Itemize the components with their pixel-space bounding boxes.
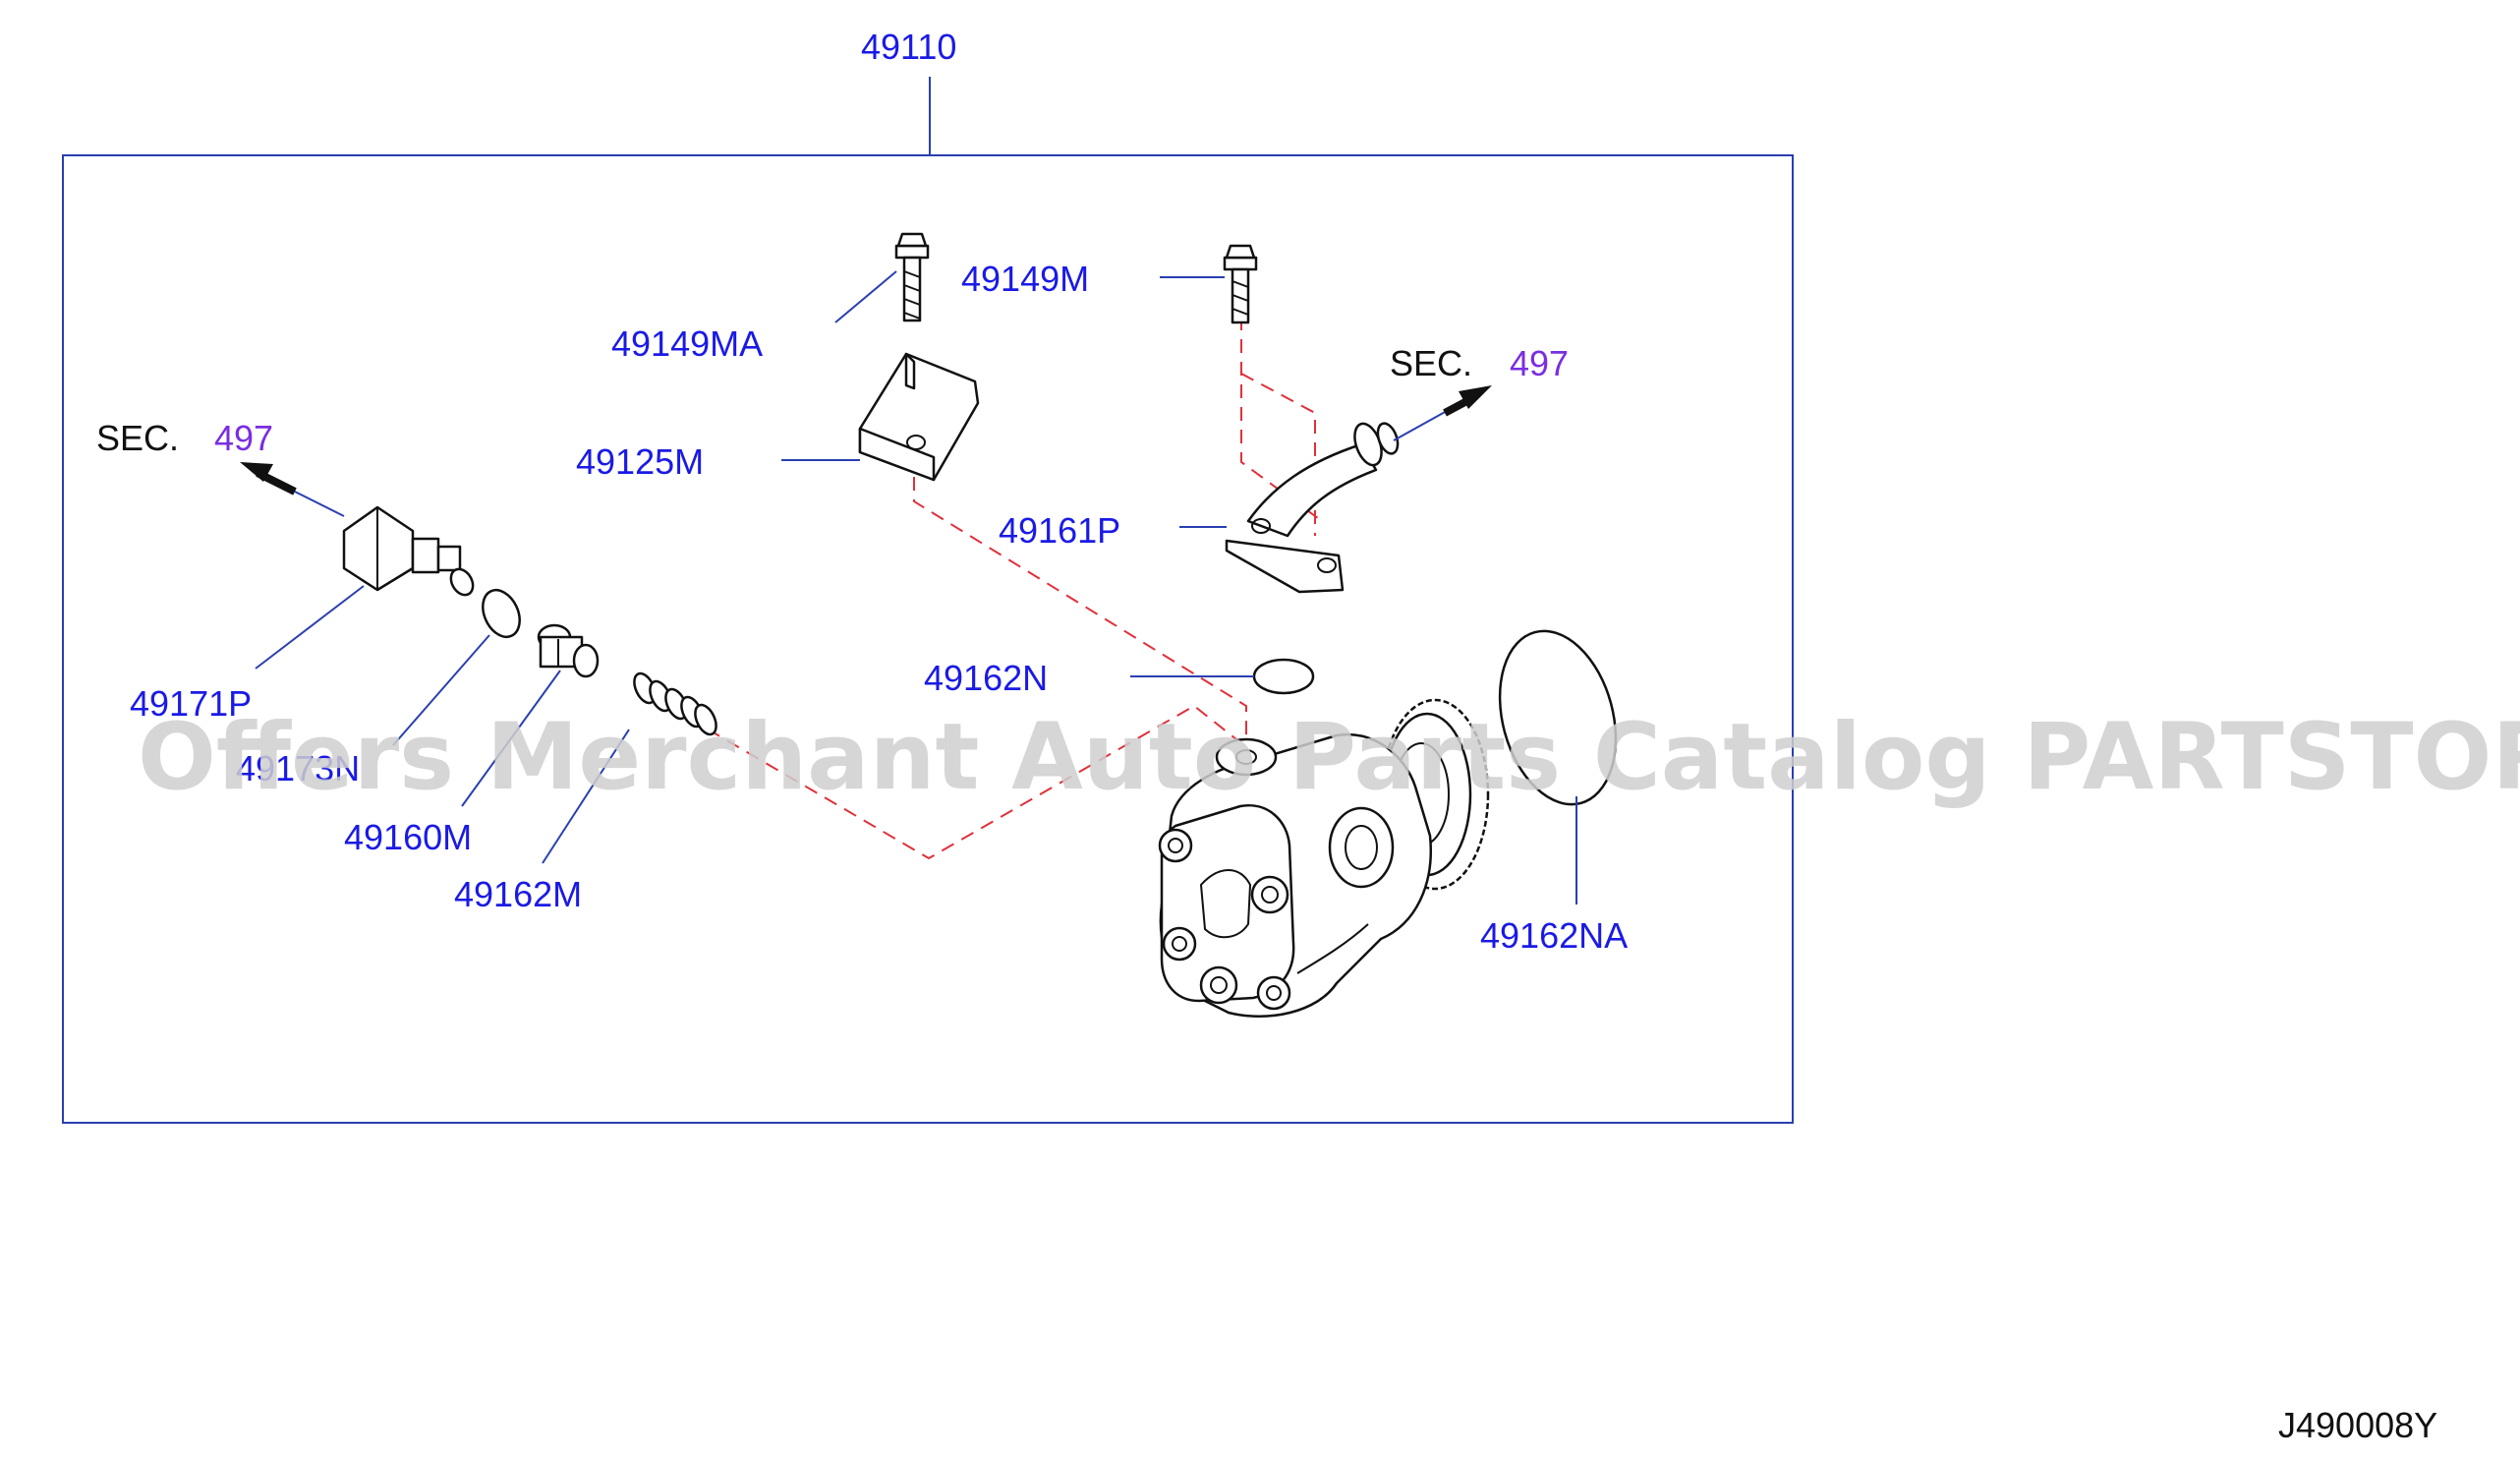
bracket-49125m[interactable] (858, 352, 980, 482)
leader-49171p (255, 585, 365, 670)
leader-49149ma (834, 270, 897, 323)
label-49162m[interactable]: 49162M (454, 874, 582, 914)
sec-right-number[interactable]: 497 (1510, 343, 1569, 383)
power-steering-pump[interactable] (1158, 698, 1490, 1018)
leader-49160m (461, 670, 561, 807)
figure-code: J490008Y (2278, 1405, 2437, 1445)
cover-bolts (1158, 828, 1291, 1011)
label-49149m[interactable]: 49149M (961, 259, 1089, 299)
label-49162n[interactable]: 49162N (924, 658, 1048, 698)
sec-left-prefix: SEC. (96, 418, 179, 458)
assembly-label[interactable]: 49110 (861, 27, 956, 67)
bolt-49149m[interactable] (1223, 244, 1258, 324)
pipe-flange-49161p[interactable] (1225, 420, 1402, 594)
assembly-frame (62, 154, 1794, 1124)
valve-49160m[interactable] (537, 623, 600, 678)
o-ring-49173n[interactable] (476, 584, 527, 643)
gasket-49162na[interactable] (1482, 618, 1634, 818)
label-49173n[interactable]: 49173N (236, 748, 360, 788)
spring-49162m[interactable] (630, 671, 720, 738)
label-49160m[interactable]: 49160M (344, 817, 472, 857)
leader-49162m (542, 729, 630, 864)
label-49161p[interactable]: 49161P (999, 510, 1120, 551)
leader-49173n (392, 634, 490, 746)
sec-left-number[interactable]: 497 (214, 418, 273, 458)
label-49149ma[interactable]: 49149MA (611, 323, 763, 364)
label-49162na[interactable]: 49162NA (1480, 915, 1628, 956)
label-49171p[interactable]: 49171P (130, 683, 252, 724)
sec-right-arrow-shaft (1443, 393, 1476, 417)
sec-left-arrow-shaft (256, 469, 297, 496)
connector-49171p[interactable] (342, 505, 478, 599)
sec-left-leader (294, 491, 345, 517)
label-49125m[interactable]: 49125M (576, 441, 704, 482)
sec-right-prefix: SEC. (1390, 343, 1472, 383)
bolt-49149ma[interactable] (894, 232, 930, 322)
watermark: Offers Merchant Auto Parts Catalog PARTS… (138, 704, 2520, 811)
o-ring-49162n[interactable] (1252, 658, 1315, 695)
